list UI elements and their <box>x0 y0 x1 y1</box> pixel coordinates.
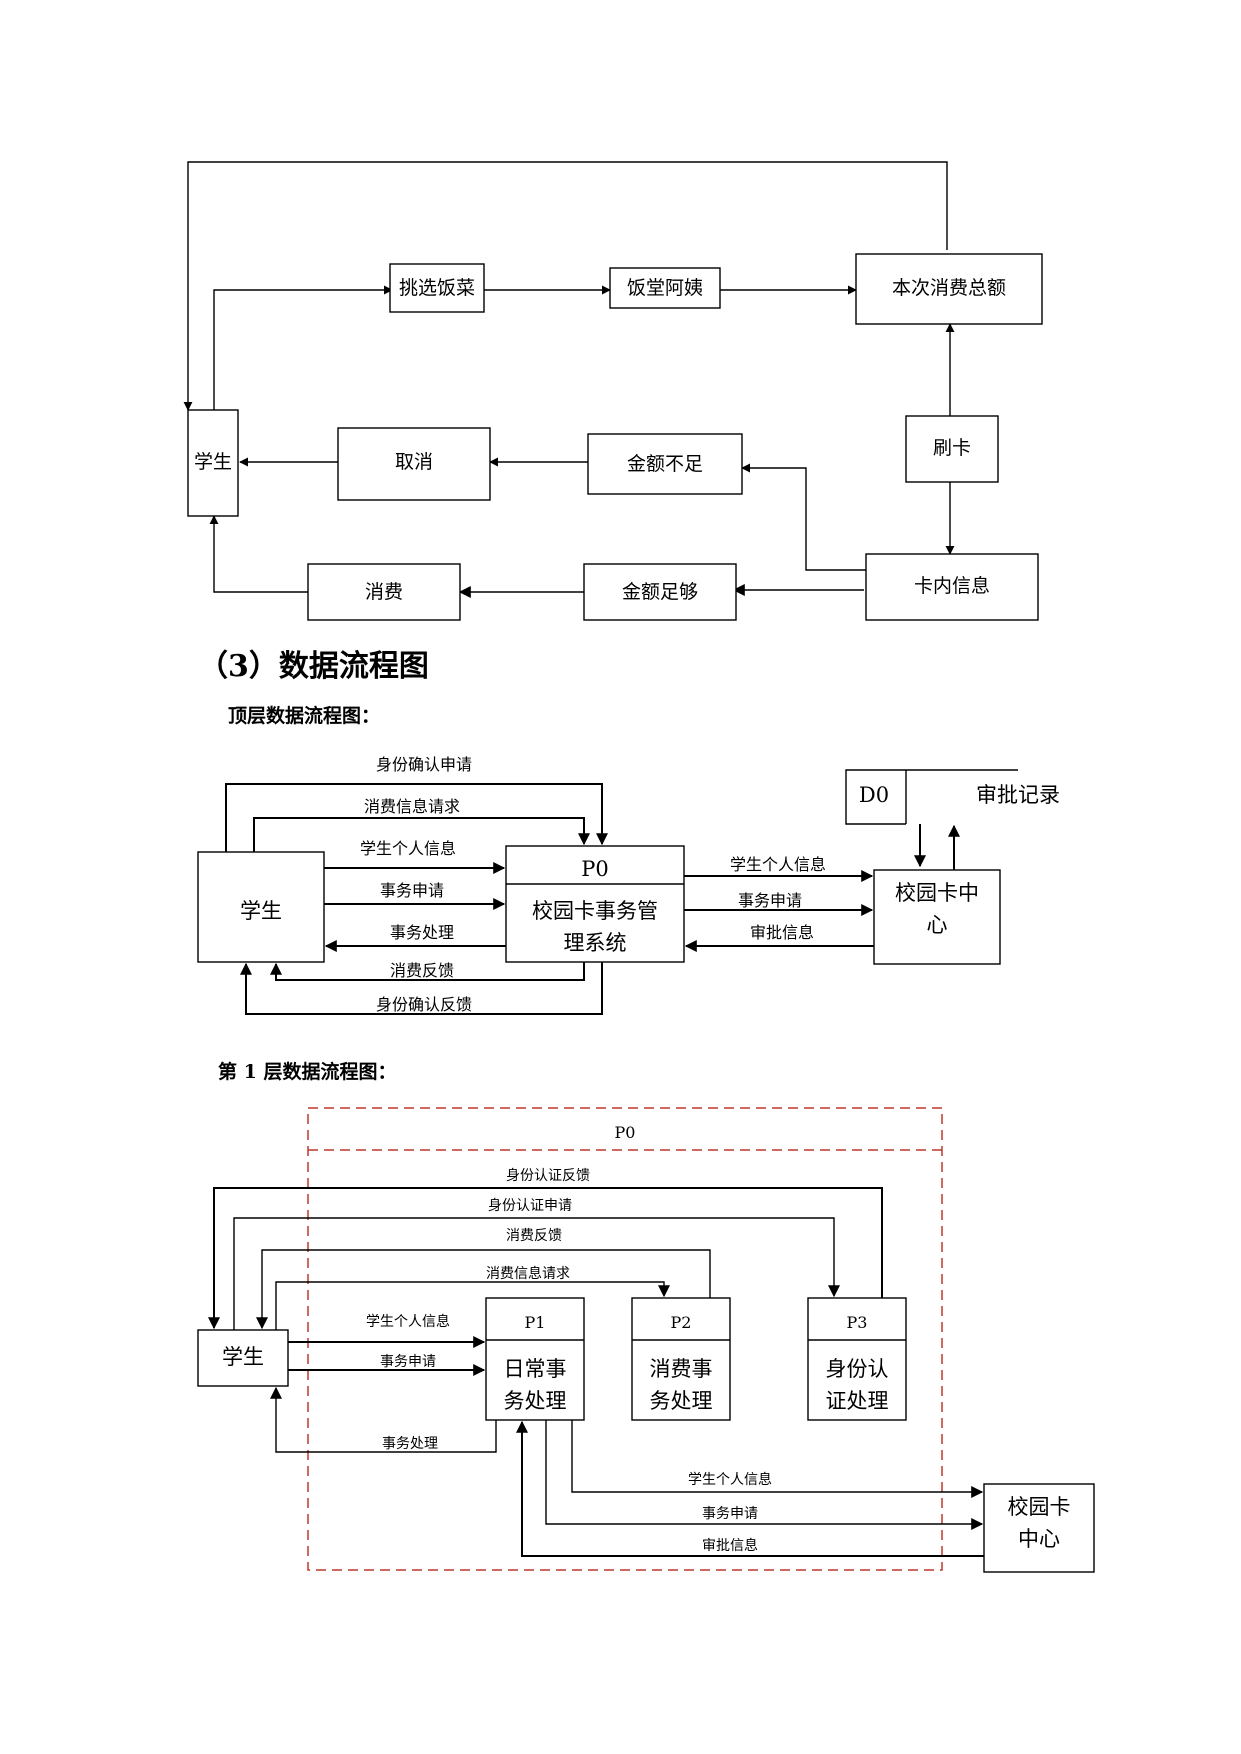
loop-back-arrow <box>183 161 948 411</box>
student-label: 学生 <box>194 451 232 473</box>
p2-name-line1: 消费事 <box>650 1357 713 1381</box>
p3-name-line1: 身份认 <box>826 1357 889 1381</box>
l1-affair-handling-label: 事务处理 <box>382 1436 438 1452</box>
c-student-info-label: 学生个人信息 <box>688 1471 772 1488</box>
l1-student-entity <box>197 1329 289 1387</box>
card-center-line2: 心 <box>927 913 948 937</box>
student-entity <box>197 851 325 963</box>
l1-affair-handling-flow <box>270 1386 497 1453</box>
consume-info-request-flow <box>253 817 590 852</box>
affair-handling-label: 事务处理 <box>390 923 454 942</box>
c-approval-info-label: 审批信息 <box>702 1537 758 1554</box>
auth-request-label: 身份认证申请 <box>488 1198 572 1214</box>
student-info-label: 学生个人信息 <box>360 839 456 858</box>
p2-id: P2 <box>671 1313 692 1332</box>
card-info-box <box>865 553 1039 621</box>
swipe-card-box <box>905 415 999 483</box>
consume-to-student-arrow <box>209 515 308 593</box>
cardinfo-to-insufficient-arrow <box>741 463 870 571</box>
card-info-label: 卡内信息 <box>914 575 990 597</box>
p1-id: P1 <box>525 1313 546 1332</box>
l1-affair-request-label: 事务申请 <box>380 1354 436 1370</box>
identity-feedback-label: 身份确认反馈 <box>376 995 472 1014</box>
insufficient-box <box>587 433 743 495</box>
student-entity-label: 学生 <box>240 899 282 923</box>
p0-name-line2: 理系统 <box>564 931 627 955</box>
d0-name: 审批记录 <box>976 783 1060 807</box>
auth-feedback-label: 身份认证反馈 <box>506 1168 590 1184</box>
l1-card-center-entity <box>983 1483 1095 1573</box>
affair-request-label: 事务申请 <box>380 881 444 900</box>
identity-request-label: 身份确认申请 <box>376 755 472 774</box>
top-level-dfd: 学生 P0 校园卡事务管 理系统 校园卡中 心 D0 审批记录 身份确认申请 消… <box>197 755 1060 1015</box>
p1-name-line2: 务处理 <box>504 1389 567 1413</box>
total-amount-box <box>855 253 1043 325</box>
consume-feedback-flow <box>270 962 585 981</box>
consume-info-request-label: 消费信息请求 <box>364 797 460 816</box>
student-box <box>187 409 239 517</box>
card-center-line1: 校园卡中 <box>895 881 979 905</box>
section-title: （3）数据流程图 <box>198 649 429 684</box>
p0-boundary-label: P0 <box>615 1123 636 1142</box>
d0-id: D0 <box>859 783 889 807</box>
p1-name-line1: 日常事 <box>504 1357 567 1381</box>
p0-name-line1: 校园卡事务管 <box>532 899 658 923</box>
level1-dfd: P0 学生 P1 日常事 务处理 P2 消费事 务处理 P3 身份认 证处理 校… <box>197 1107 1095 1573</box>
p3-name-line2: 证处理 <box>826 1389 889 1413</box>
canteen-staff-box <box>609 267 721 309</box>
c-student-info-flow <box>571 1420 984 1498</box>
r-affair-request-label: 事务申请 <box>738 891 802 910</box>
c-approval-info-flow <box>516 1420 984 1557</box>
level1-heading: 第 1 层数据流程图： <box>218 1060 396 1083</box>
consume-feedback-flow-l1 <box>256 1249 711 1330</box>
canteen-staff-label: 饭堂阿姨 <box>627 277 703 299</box>
auth-feedback-flow <box>208 1187 883 1330</box>
insufficient-label: 金额不足 <box>627 453 703 475</box>
p0-id: P0 <box>581 857 609 881</box>
l1-consume-feedback-label: 消费反馈 <box>506 1228 562 1244</box>
p0-process <box>505 845 685 963</box>
top-level-heading: 顶层数据流程图： <box>228 704 380 727</box>
consume-feedback-label: 消费反馈 <box>390 961 454 980</box>
cafeteria-flowchart: 学生 挑选饭菜 饭堂阿姨 本次消费总额 刷卡 取消 金额不足 卡内信息 消费 金… <box>183 161 1043 621</box>
auth-request-flow <box>233 1217 840 1330</box>
identity-request-flow <box>225 783 608 852</box>
identity-feedback-flow <box>240 962 603 1015</box>
swipe-card-label: 刷卡 <box>933 437 971 459</box>
p3-process <box>807 1297 907 1421</box>
d0-store-outline <box>845 769 1018 825</box>
sufficient-label: 金额足够 <box>622 581 698 603</box>
student-to-pick-arrow <box>213 285 393 410</box>
p3-id: P3 <box>847 1313 868 1332</box>
c-affair-request-flow <box>545 1420 984 1530</box>
p2-process <box>631 1297 731 1421</box>
p0-boundary <box>307 1107 943 1571</box>
consume-label: 消费 <box>365 581 403 603</box>
l1-consume-info-request-label: 消费信息请求 <box>486 1265 570 1282</box>
consume-box <box>307 563 461 621</box>
sufficient-box <box>583 563 737 621</box>
card-center-entity <box>873 869 1001 965</box>
l1-student-label: 学生 <box>222 1345 264 1369</box>
pick-dishes-label: 挑选饭菜 <box>399 277 475 299</box>
r-approval-info-label: 审批信息 <box>750 923 814 942</box>
cancel-label: 取消 <box>395 451 433 473</box>
cancel-box <box>337 427 491 501</box>
consume-info-request-flow-l1 <box>275 1281 670 1330</box>
total-amount-label: 本次消费总额 <box>892 277 1006 299</box>
c-affair-request-label: 事务申请 <box>702 1506 758 1522</box>
r-student-info-label: 学生个人信息 <box>730 855 826 874</box>
l1-card-center-line1: 校园卡 <box>1008 1495 1071 1519</box>
l1-student-info-label: 学生个人信息 <box>366 1313 450 1330</box>
pick-dishes-box <box>389 263 485 313</box>
p1-process <box>485 1297 585 1421</box>
l1-card-center-line2: 中心 <box>1018 1527 1060 1551</box>
p2-name-line2: 务处理 <box>650 1389 713 1413</box>
